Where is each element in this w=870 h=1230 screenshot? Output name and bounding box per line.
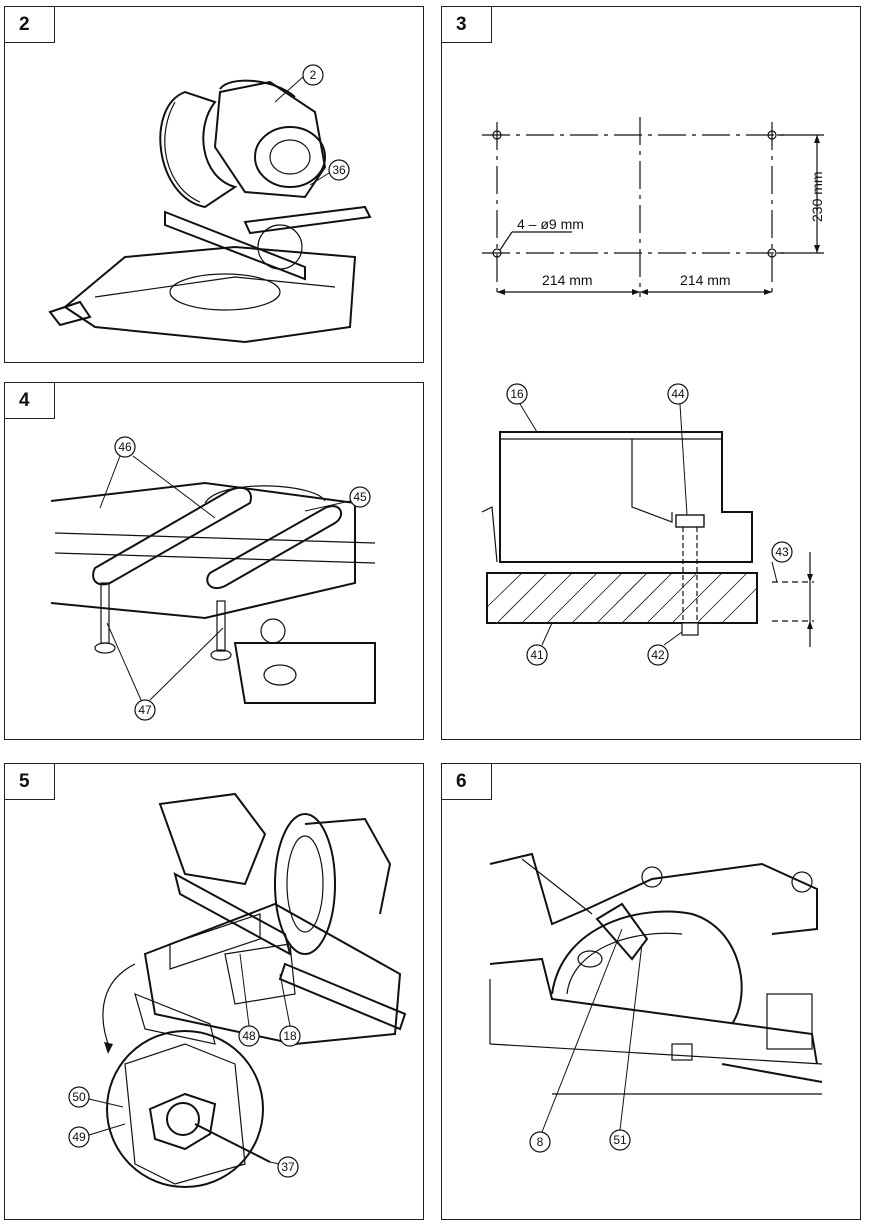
figure-3-panel: 3 (441, 6, 861, 740)
mounting-hole-diagram (481, 117, 824, 647)
svg-text:41: 41 (530, 648, 544, 662)
figure-number-tab: 2 (5, 7, 55, 43)
callout-41: 41 (526, 622, 553, 666)
figure-5-panel: 5 48 18 50 49 (4, 763, 424, 1220)
height-dimension: 230 mm (809, 171, 825, 222)
svg-text:44: 44 (671, 387, 685, 401)
callout-46: 46 (99, 436, 216, 519)
hole-dimension-label: 4 – ø9 mm (517, 216, 584, 232)
figure-4-panel: 4 46 45 47 (4, 382, 424, 740)
handle-bar-illustration (50, 481, 376, 704)
zoom-inset-circle (106, 1030, 264, 1188)
callout-16: 16 (506, 383, 538, 433)
figure-number-tab: 6 (442, 764, 492, 800)
width-dimension-right: 214 mm (680, 272, 731, 288)
svg-text:47: 47 (138, 703, 152, 717)
svg-text:36: 36 (332, 163, 346, 177)
figure-number-tab: 5 (5, 764, 55, 800)
figure-2-panel: 2 2 36 (4, 6, 424, 363)
callout-37: 37 (269, 1156, 299, 1178)
svg-text:43: 43 (775, 545, 789, 559)
callout-18: 18 (279, 973, 301, 1047)
callout-8: 8 (529, 928, 623, 1153)
callout-43: 43 (771, 541, 793, 583)
figure-number-tab: 4 (5, 383, 55, 419)
callout-47: 47 (106, 622, 224, 721)
svg-text:45: 45 (353, 490, 367, 504)
svg-text:2: 2 (310, 68, 317, 82)
mount-hole (767, 248, 777, 258)
svg-text:18: 18 (283, 1029, 297, 1043)
figure-6-panel: 6 8 51 (441, 763, 861, 1220)
callout-45: 45 (304, 486, 371, 512)
figure-number: 2 (19, 14, 30, 35)
callout-49: 49 (68, 1123, 126, 1148)
figure-number: 6 (456, 771, 467, 792)
bevel-lock-illustration (102, 792, 407, 1188)
svg-text:16: 16 (510, 387, 524, 401)
svg-text:49: 49 (72, 1130, 86, 1144)
svg-text:37: 37 (281, 1160, 295, 1174)
figure-number: 5 (19, 771, 30, 792)
width-dimension-left: 214 mm (542, 272, 593, 288)
svg-text:51: 51 (613, 1133, 627, 1147)
callout-50: 50 (68, 1086, 124, 1108)
mount-hole (492, 130, 502, 140)
svg-text:46: 46 (118, 440, 132, 454)
callout-36: 36 (309, 159, 350, 186)
svg-text:8: 8 (537, 1135, 544, 1149)
mount-hole (492, 248, 502, 258)
blade-guard-closeup-illustration (489, 852, 823, 1095)
svg-text:42: 42 (651, 648, 665, 662)
callout-44: 44 (667, 383, 689, 516)
mount-hole (767, 130, 777, 140)
svg-text:50: 50 (72, 1090, 86, 1104)
svg-text:48: 48 (242, 1029, 256, 1043)
figure-number: 3 (456, 14, 467, 35)
figure-number: 4 (19, 390, 30, 411)
callout-48: 48 (238, 953, 260, 1047)
callout-51: 51 (609, 943, 643, 1151)
figure-number-tab: 3 (442, 7, 492, 43)
callout-2: 2 (274, 64, 324, 103)
callout-42: 42 (647, 631, 683, 666)
